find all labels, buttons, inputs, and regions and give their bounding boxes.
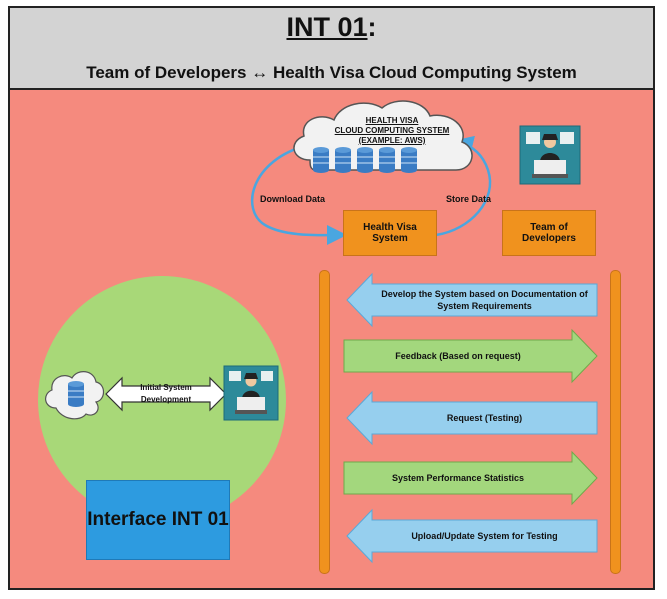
flow-label-4: System Performance Statistics: [391, 473, 525, 483]
cloud-title-line1: HEALTH VISA: [365, 116, 419, 125]
database-icon-group: [313, 147, 417, 173]
flow-label-5: Upload/Update System for Testing: [411, 531, 558, 541]
interface-box: Interface INT 01: [86, 480, 230, 560]
developer-icon: [223, 365, 279, 421]
flow-label-2: Feedback (Based on request): [395, 351, 521, 361]
database-icon: [379, 147, 395, 173]
database-icon: [335, 147, 351, 173]
title-text: INT 01: [286, 12, 368, 42]
page-title: INT 01:: [10, 12, 653, 43]
database-icon: [357, 147, 373, 173]
header-banner: INT 01: Team of Developers ↔ Health Visa…: [8, 6, 655, 90]
cloud-title: HEALTH VISA CLOUD COMPUTING SYSTEM (EXAM…: [332, 116, 452, 146]
connector-lines: [250, 135, 492, 246]
team-of-developers-box: Team of Developers: [502, 210, 596, 256]
title-colon: :: [367, 12, 377, 42]
left-lifeline-bar: [319, 270, 330, 574]
download-data-connector: [250, 143, 347, 246]
download-data-label: Download Data: [260, 194, 326, 204]
flow-label-1: Develop the System based on Documentatio…: [381, 289, 588, 311]
right-lifeline-bar: [610, 270, 621, 574]
store-data-label: Store Data: [446, 194, 492, 204]
health-visa-system-box: Health Visa System: [343, 210, 437, 256]
flow-arrows: [343, 272, 598, 564]
cloud-title-line2: CLOUD COMPUTING SYSTEM: [334, 126, 450, 135]
page-subtitle: Team of Developers ↔ Health Visa Cloud C…: [86, 63, 577, 82]
flow-arrow-3: [346, 390, 598, 446]
database-icon: [401, 147, 417, 173]
database-icon: [313, 147, 329, 173]
initial-dev-label: Initial System Development: [140, 383, 192, 404]
store-data-connector: [435, 135, 492, 237]
developer-icon: [519, 125, 581, 185]
flow-arrow-2: [343, 328, 598, 384]
flow-arrow-1: [346, 272, 598, 328]
small-cloud-icon: [45, 371, 105, 420]
flow-arrow-4: [343, 450, 598, 506]
flow-arrow-5: [346, 508, 598, 564]
flow-label-3: Request (Testing): [446, 413, 523, 423]
cloud-title-line3: (EXAMPLE: AWS): [358, 136, 426, 145]
diagram-area: HEALTH VISA CLOUD COMPUTING SYSTEM (EXAM…: [8, 90, 655, 590]
database-icon: [68, 381, 84, 407]
